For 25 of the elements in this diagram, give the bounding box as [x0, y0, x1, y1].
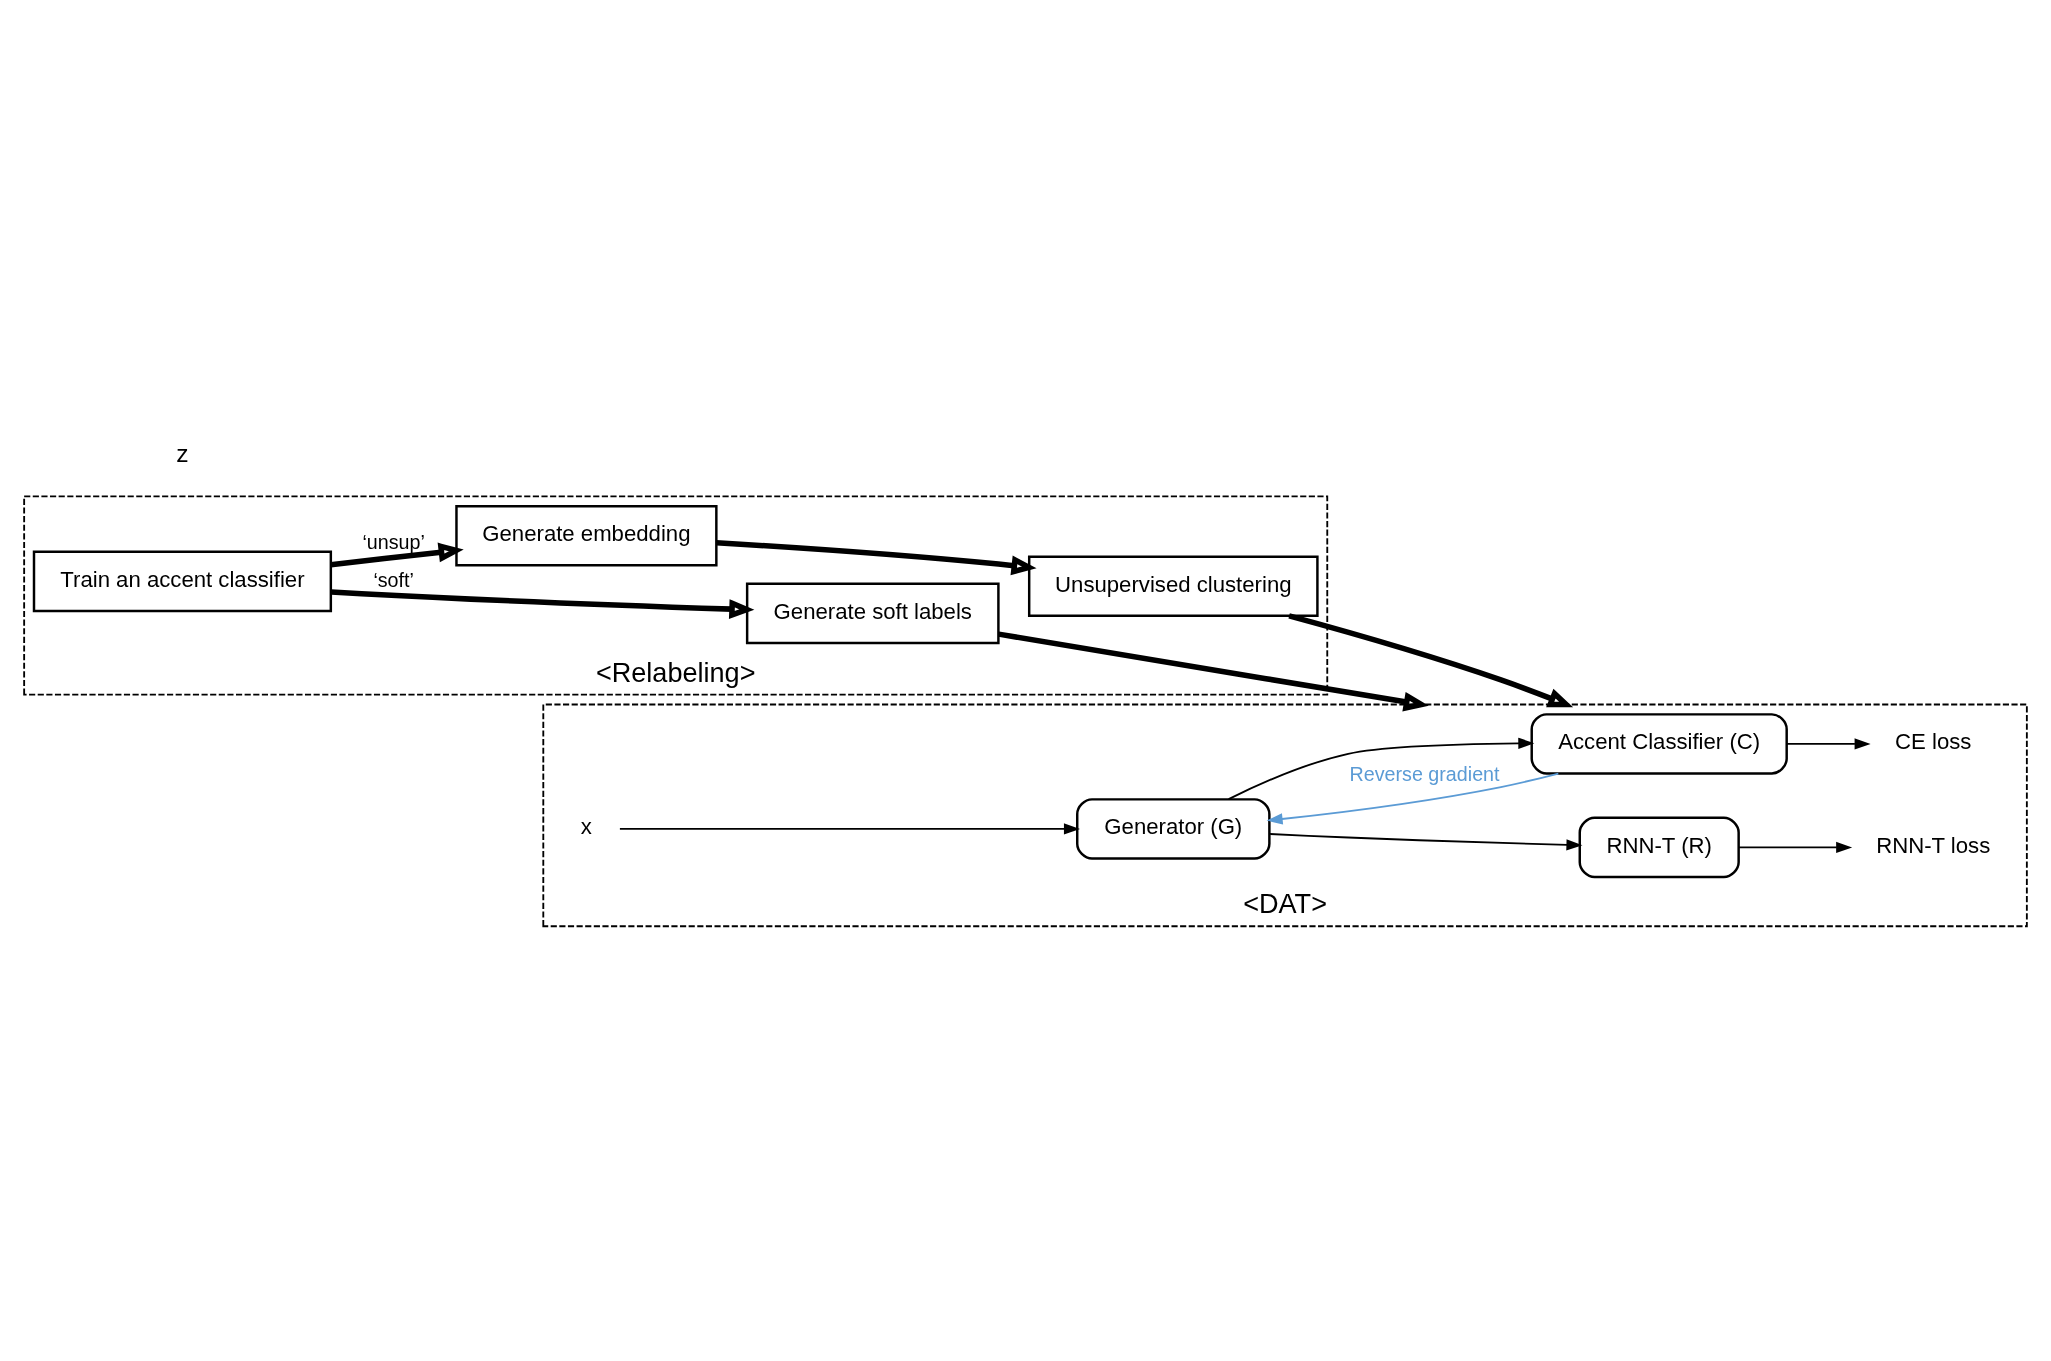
node-box: Unsupervised clustering: [1027, 555, 1319, 618]
arrow: [1288, 613, 1574, 708]
arrow: [1227, 737, 1535, 801]
arrow: [618, 823, 1080, 835]
node-box: Generator (G): [1076, 798, 1271, 860]
arrow: [716, 539, 1037, 576]
node-box: Accent Classifier (C): [1530, 713, 1788, 775]
label: z: [176, 439, 189, 467]
node-text: CE loss: [1895, 729, 1972, 755]
node-box: Train an accent classifier: [32, 550, 333, 613]
edge-label: ‘soft’: [373, 569, 414, 592]
arrow: [1268, 833, 1583, 851]
edge-label: Reverse gradient: [1349, 762, 1500, 785]
arrow: [330, 542, 464, 568]
node-box: RNN-T (R): [1578, 816, 1740, 879]
arrow: [331, 589, 755, 619]
arrow: [1266, 772, 1560, 825]
node-box: Generate soft labels: [745, 582, 1000, 645]
node-text: RNN-T loss: [1876, 832, 1991, 858]
node-text: x: [580, 814, 592, 840]
node-box: Generate embedding: [455, 505, 718, 567]
edge-label: ‘unsup’: [362, 531, 425, 554]
arrow: [998, 631, 1429, 712]
arrow: [1738, 841, 1853, 853]
arrow: [1785, 738, 1871, 750]
